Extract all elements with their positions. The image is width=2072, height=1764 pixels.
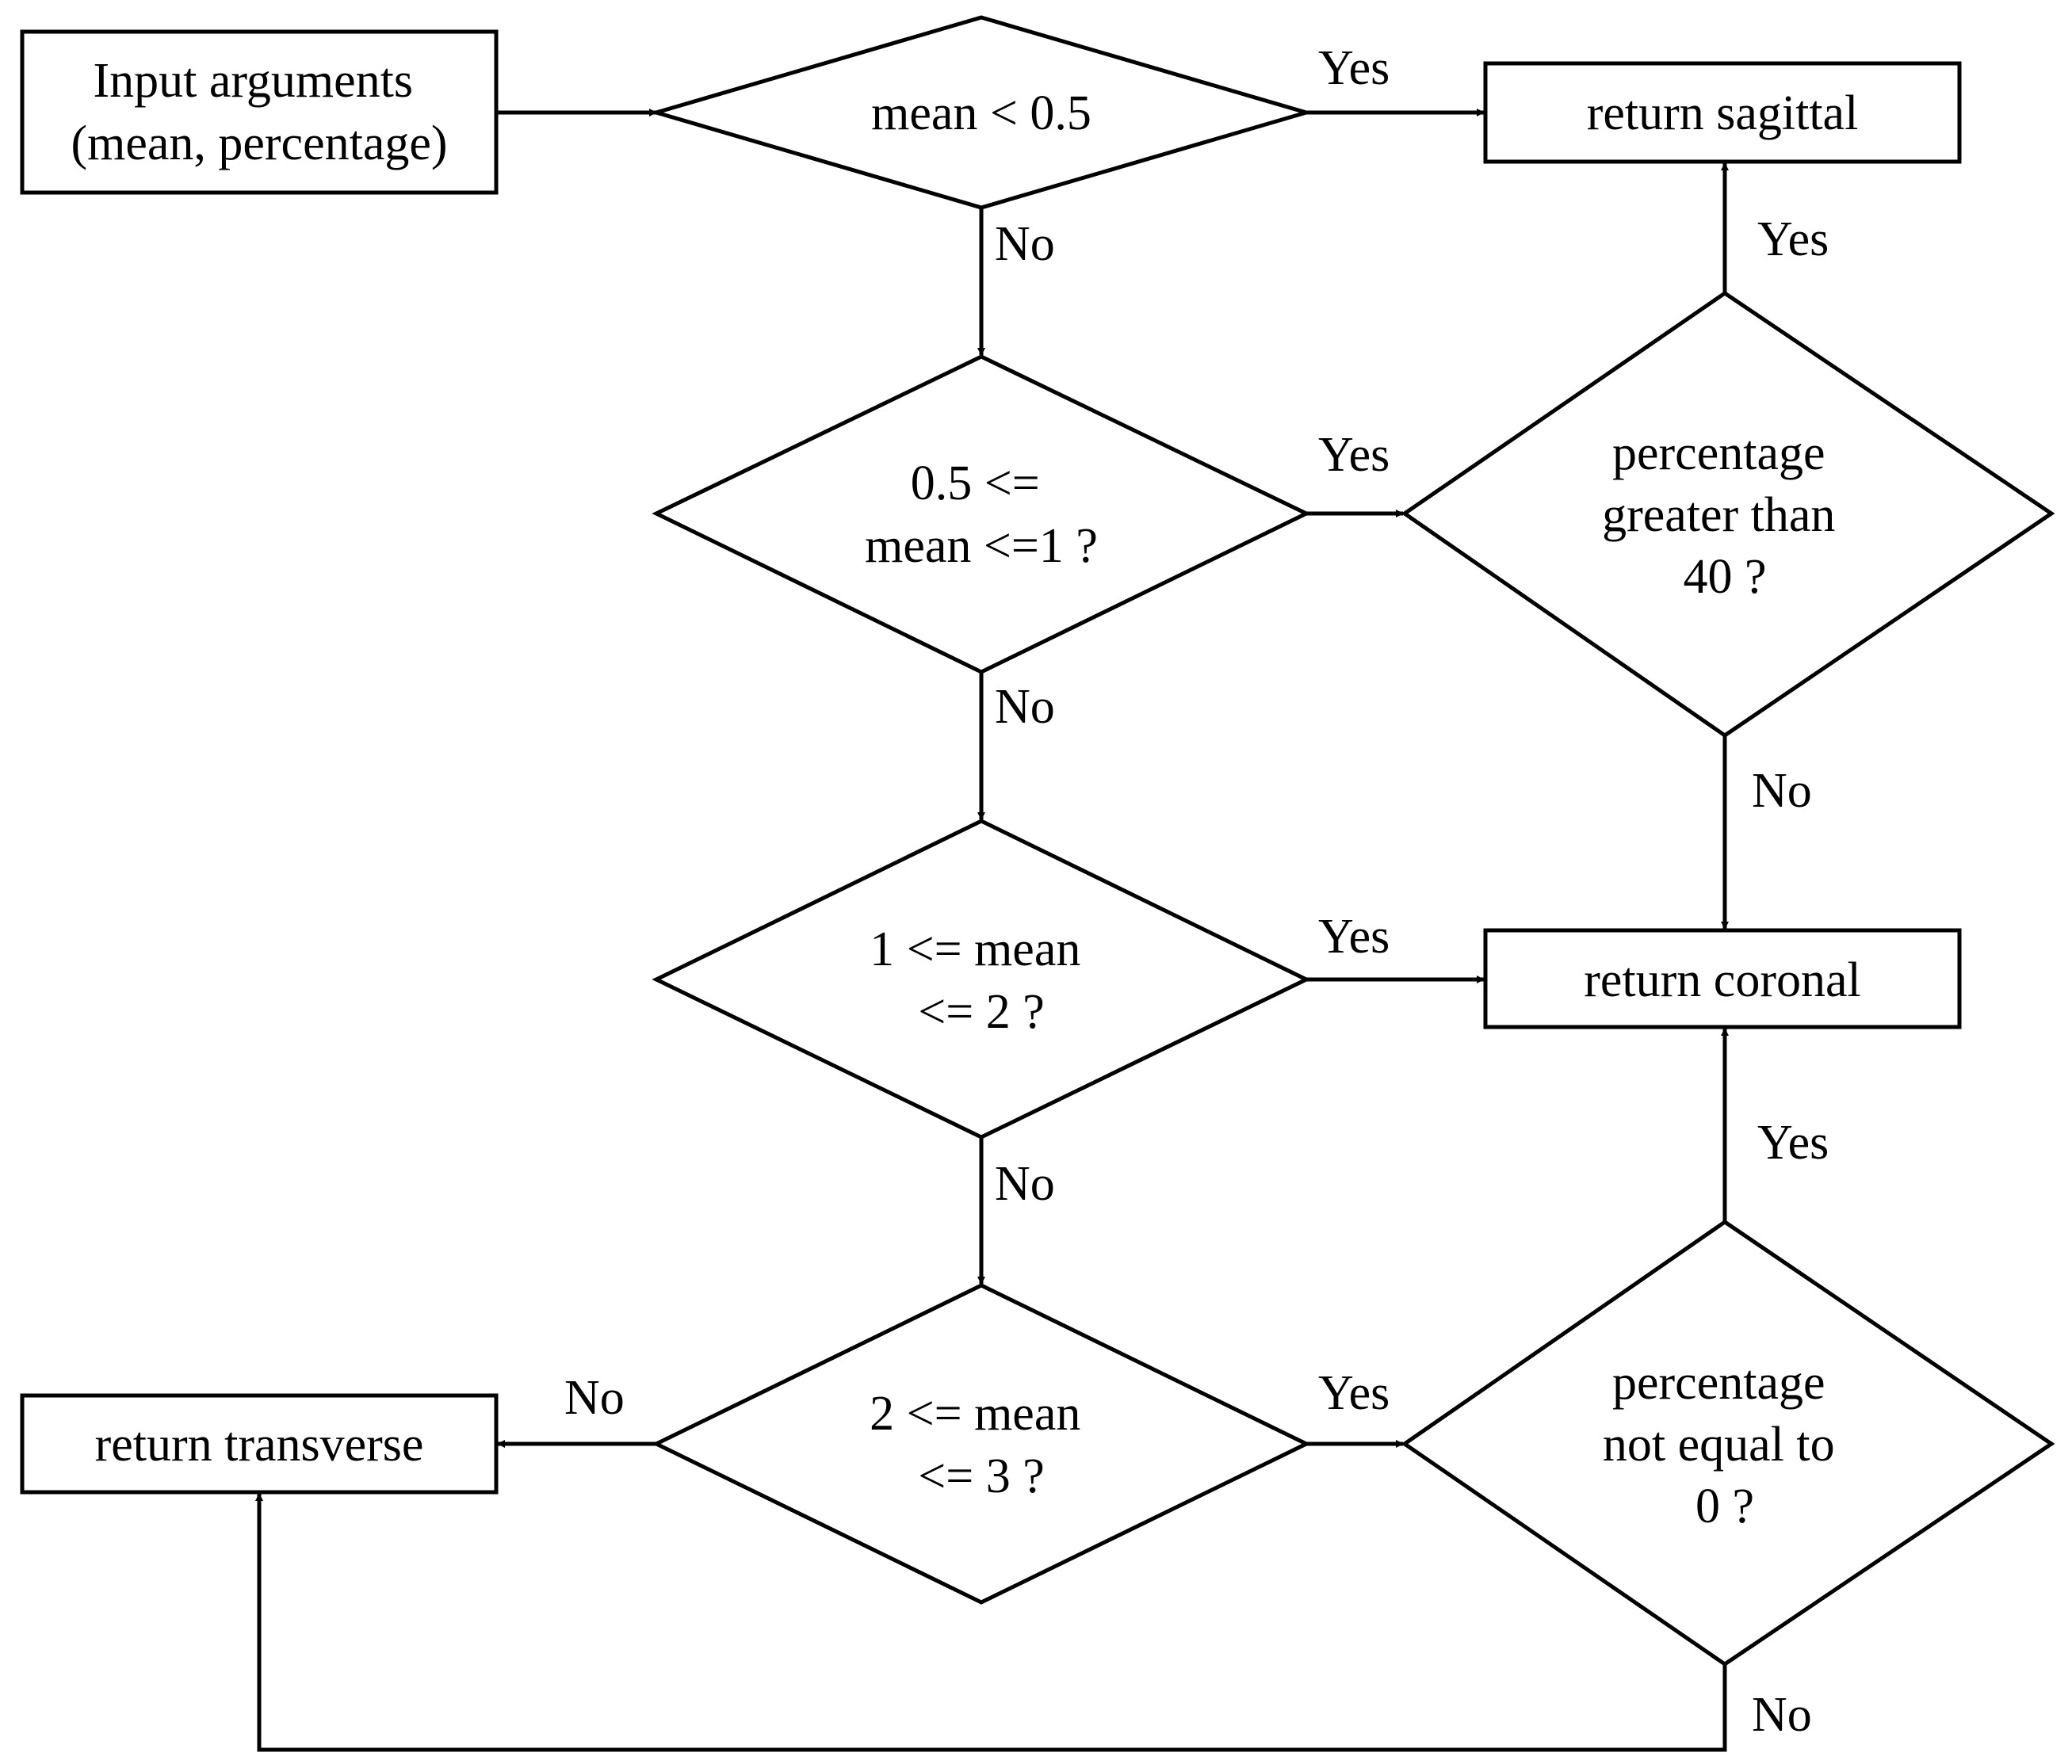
decision-percentage-ne-0-label: percentage not equal to 0 ? — [1603, 1356, 1847, 1533]
edge-label-p2-no: No — [1752, 1688, 1812, 1742]
decision-mean-lt-0-5: mean < 0.5 — [649, 15, 1313, 210]
decision-mean-1-to-2: 1 <= mean <= 2 ? — [652, 819, 1311, 1140]
decision-mean-0-5-to-1: 0.5 <= mean <=1 ? — [652, 354, 1311, 674]
decision-percentage-gt-40-label: percentage greater than 40 ? — [1602, 426, 1848, 604]
edge-label-p2-yes: Yes — [1757, 1116, 1829, 1170]
edge-label-p1-no: No — [1752, 764, 1812, 818]
decision-percentage-ne-0: percentage not equal to 0 ? — [1401, 1219, 2055, 1667]
input-arguments-box: Input arguments (mean, percentage) — [20, 29, 499, 195]
decision-mean-2-to-3-label: 2 <= mean <= 3 ? — [870, 1387, 1093, 1503]
edge-label-d3-yes: Yes — [1318, 910, 1390, 964]
decision-mean-lt-0-5-label: mean < 0.5 — [871, 86, 1091, 140]
edge-label-d4-no: No — [564, 1371, 625, 1425]
return-sagittal-label: return sagittal — [1587, 86, 1859, 140]
edge-label-d2-no: No — [995, 680, 1055, 734]
edge-label-p1-yes: Yes — [1757, 212, 1829, 266]
edge-label-d1-yes: Yes — [1318, 41, 1390, 95]
return-transverse-label: return transverse — [95, 1418, 424, 1472]
return-coronal-label: return coronal — [1584, 953, 1860, 1007]
decision-mean-0-5-to-1-label: 0.5 <= mean <=1 ? — [865, 456, 1098, 573]
arrow-p2-no — [255, 1493, 1727, 1752]
return-coronal-box: return coronal — [1483, 928, 1962, 1029]
decision-mean-2-to-3: 2 <= mean <= 3 ? — [652, 1283, 1311, 1605]
input-arguments-label: Input arguments (mean, percentage) — [71, 54, 447, 170]
return-sagittal-box: return sagittal — [1483, 61, 1962, 164]
edge-label-d4-yes: Yes — [1318, 1366, 1390, 1420]
edge-label-d2-yes: Yes — [1318, 428, 1390, 482]
decision-mean-1-to-2-label: 1 <= mean <= 2 ? — [870, 922, 1093, 1039]
return-transverse-box: return transverse — [20, 1393, 499, 1495]
edge-label-d1-no: No — [995, 217, 1055, 271]
decision-percentage-gt-40: percentage greater than 40 ? — [1401, 290, 2055, 739]
edge-label-d3-no: No — [995, 1157, 1055, 1211]
